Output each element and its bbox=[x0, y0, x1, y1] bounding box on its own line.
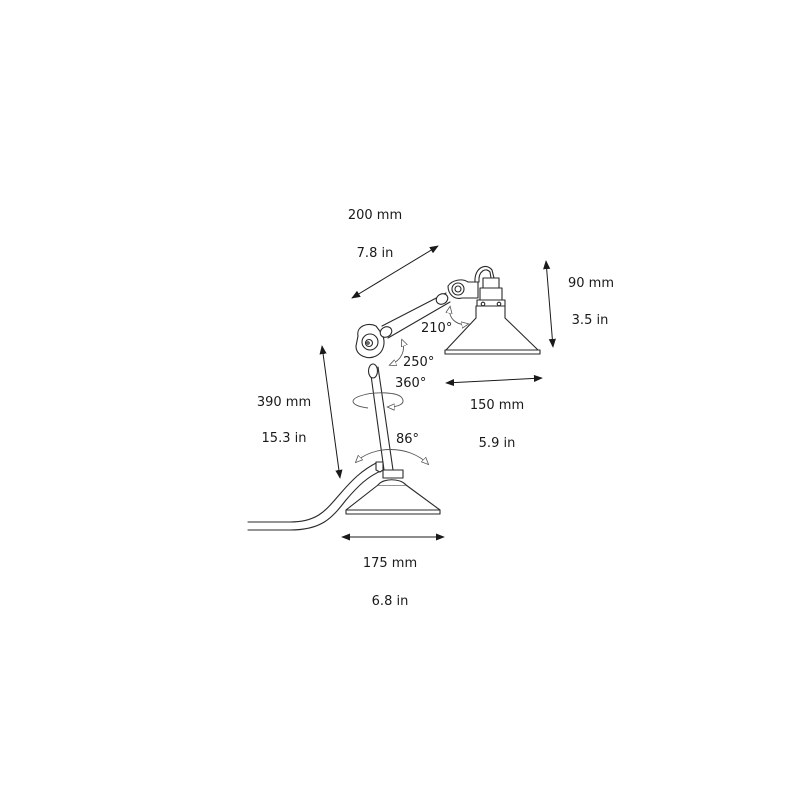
power-cable bbox=[247, 461, 384, 531]
arm-length-in: 7.8 in bbox=[356, 246, 394, 261]
shade-height-in: 3.5 in bbox=[571, 313, 609, 328]
arm-dimension-arrow bbox=[351, 245, 439, 299]
shade-rotation-label: 210° bbox=[421, 321, 453, 336]
elbow-joint bbox=[355, 323, 385, 359]
shade-width-arrow bbox=[445, 374, 543, 387]
column-rotation-arrow bbox=[352, 392, 404, 408]
height-dimension-arrow bbox=[319, 345, 343, 479]
lamp-arm bbox=[379, 292, 451, 339]
lamp-shade bbox=[444, 305, 541, 355]
base-tilt-arrow bbox=[356, 449, 428, 465]
base-width-in: 6.8 in bbox=[371, 594, 409, 609]
column-rotation-label: 360° bbox=[395, 376, 427, 391]
elbow-rotation-label: 250° bbox=[403, 355, 435, 370]
elbow-rotation-arrow bbox=[390, 340, 404, 365]
shade-rotation-arrow bbox=[450, 307, 468, 324]
lamp-column bbox=[367, 363, 394, 471]
base-width-mm: 175 mm bbox=[362, 556, 418, 571]
shade-width-mm: 150 mm bbox=[469, 398, 525, 413]
arm-length-mm: 200 mm bbox=[347, 208, 403, 223]
base-tilt-label: 86° bbox=[396, 432, 420, 447]
lamp-height-in: 15.3 in bbox=[261, 431, 307, 446]
shade-socket bbox=[476, 277, 506, 307]
shade-height-arrow bbox=[543, 260, 556, 348]
shade-width-in: 5.9 in bbox=[478, 436, 516, 451]
shade-height-mm: 90 mm bbox=[567, 276, 615, 291]
head-joint bbox=[447, 265, 495, 299]
lamp-base bbox=[345, 461, 441, 515]
lamp-height-mm: 390 mm bbox=[256, 395, 312, 410]
